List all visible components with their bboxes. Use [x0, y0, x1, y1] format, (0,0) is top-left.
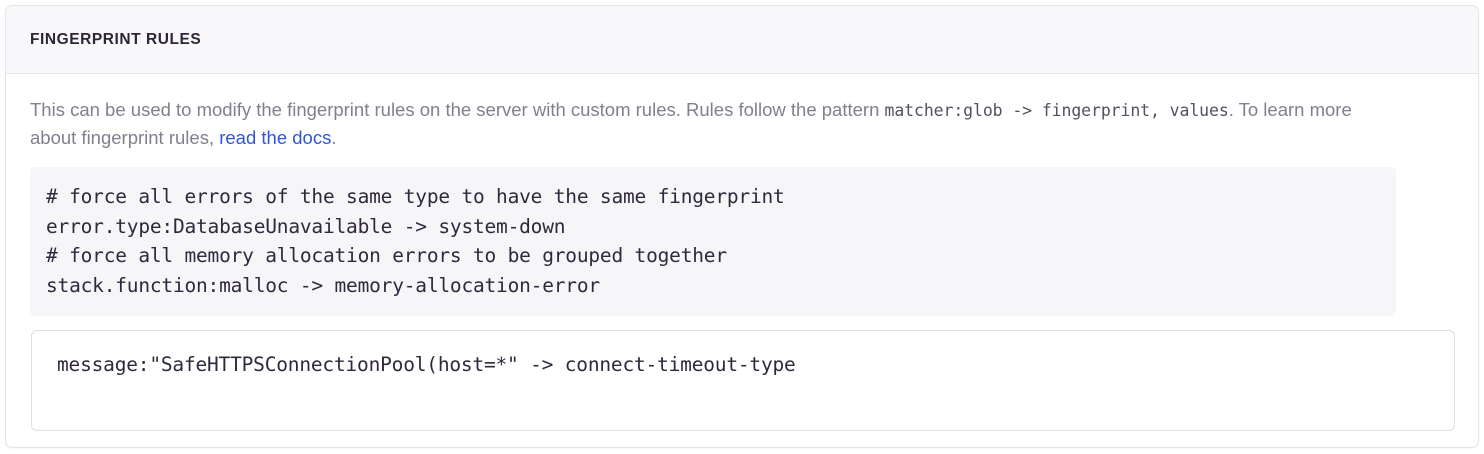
code-line: # force all errors of the same type to h…: [46, 185, 785, 208]
example-code-block: # force all errors of the same type to h…: [30, 167, 1396, 316]
panel-header: FINGERPRINT RULES: [6, 6, 1478, 74]
code-line: stack.function:malloc -> memory-allocati…: [46, 273, 600, 297]
description-part-1: This can be used to modify the fingerpri…: [30, 99, 885, 120]
fingerprint-rules-panel: FINGERPRINT RULES This can be used to mo…: [5, 5, 1479, 448]
code-line: # force all memory allocation errors to …: [46, 244, 727, 267]
inline-code-pattern: matcher:glob -> fingerprint, values: [884, 101, 1229, 120]
panel-body: This can be used to modify the fingerpri…: [6, 74, 1478, 431]
page-title: FINGERPRINT RULES: [30, 30, 202, 48]
fingerprint-rules-input[interactable]: [31, 330, 1455, 431]
read-the-docs-link[interactable]: read the docs: [219, 127, 332, 148]
code-line: error.type:DatabaseUnavailable -> system…: [46, 214, 566, 238]
description-part-2: . To learn more about fingerprint rules,: [30, 99, 1352, 148]
description-text: This can be used to modify the fingerpri…: [30, 96, 1382, 151]
description-part-3: .: [331, 127, 337, 148]
